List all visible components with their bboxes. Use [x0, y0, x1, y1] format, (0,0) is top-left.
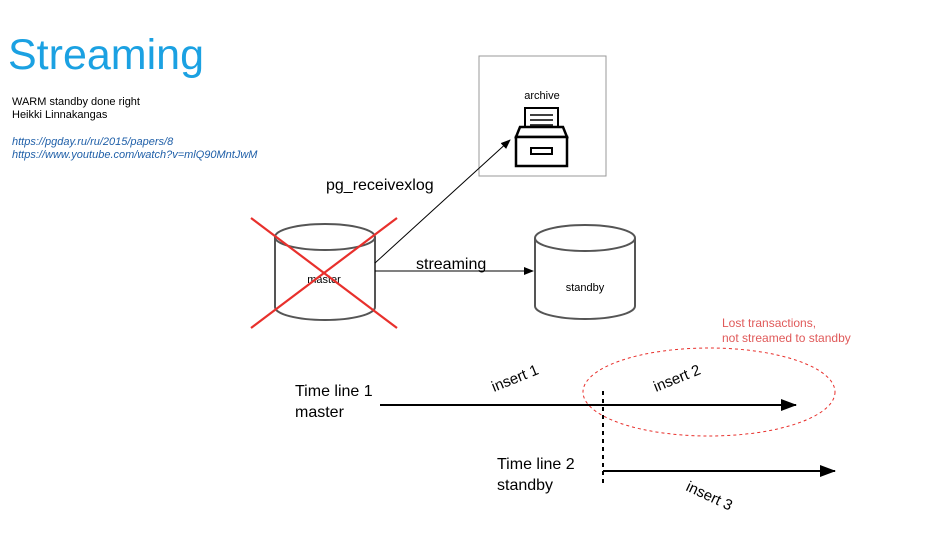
pgday-link[interactable]: https://pgday.ru/ru/2015/papers/8 [12, 136, 174, 148]
lost-transactions-ellipse [582, 347, 836, 437]
youtube-link[interactable]: https://www.youtube.com/watch?v=mlQ90Mnt… [12, 149, 258, 161]
pg-receivexlog-arrow [374, 139, 511, 264]
timeline2-label: Time line 2 [497, 456, 575, 473]
streaming-label: streaming [416, 256, 486, 273]
talk-title: WARM standby done right [12, 96, 140, 108]
standby-label: standby [566, 282, 605, 294]
archive-label: archive [524, 90, 559, 102]
insert1-label: insert 1 [489, 362, 541, 396]
pg-receivexlog-label: pg_receivexlog [326, 177, 434, 194]
subtitle: WARM standby done right Heikki Linnakang… [12, 96, 140, 122]
timeline1-sublabel: master [295, 404, 345, 421]
page-title: Streaming [8, 31, 204, 79]
failed-cross-icon [250, 217, 398, 329]
insert2-label: insert 2 [651, 362, 703, 396]
timeline2-sublabel: standby [497, 477, 553, 494]
reference-links: https://pgday.ru/ru/2015/papers/8 https:… [12, 136, 257, 162]
insert3-label: insert 3 [683, 478, 735, 514]
timeline1-label: Time line 1 [295, 383, 373, 400]
lost-note-line2: not streamed to standby [722, 331, 851, 345]
master-node: master [274, 223, 376, 321]
archive-icon [514, 107, 569, 168]
archive-node: archive [478, 55, 607, 177]
standby-node: standby [534, 224, 636, 320]
lost-note-line1: Lost transactions, [722, 316, 816, 330]
master-label: master [307, 274, 341, 286]
talk-author: Heikki Linnakangas [12, 109, 108, 121]
